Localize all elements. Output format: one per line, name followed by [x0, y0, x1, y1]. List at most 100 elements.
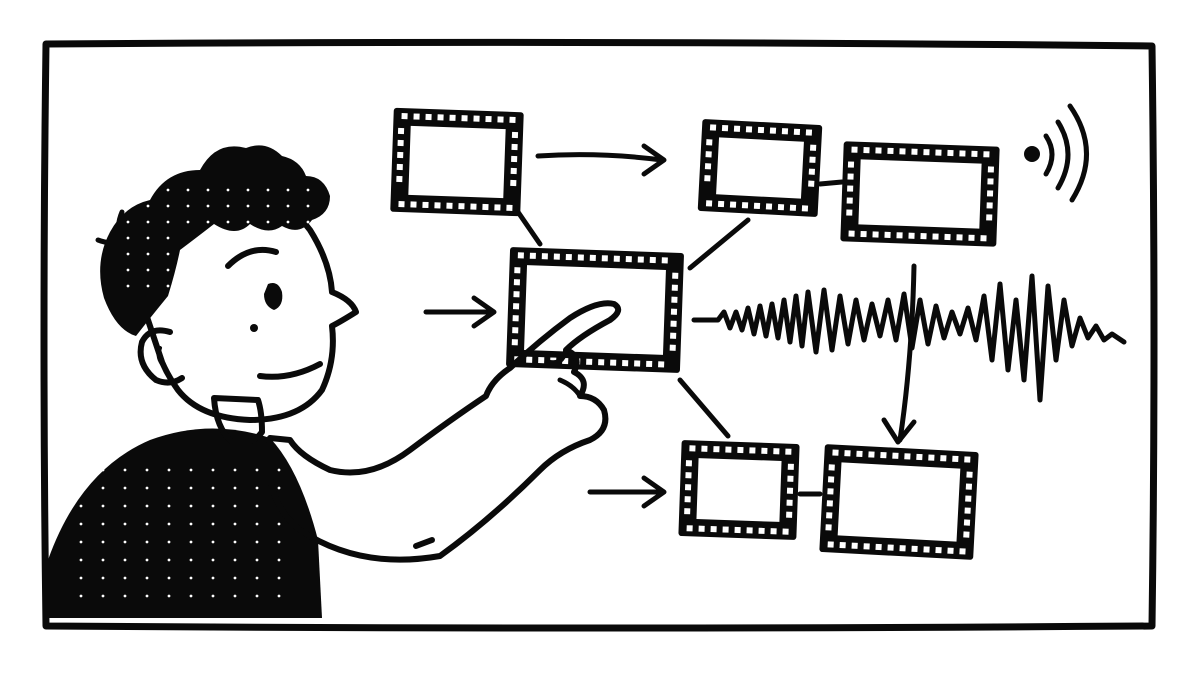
texture-speck	[123, 540, 127, 544]
sprocket-hole	[908, 232, 915, 239]
sprocket-hole	[710, 526, 717, 533]
sprocket-hole	[506, 204, 513, 211]
texture-speck	[255, 540, 259, 544]
texture-speck	[167, 594, 171, 598]
film-frame-bottom-middle	[678, 440, 800, 540]
panel-border	[40, 38, 1158, 632]
texture-speck	[233, 594, 237, 598]
texture-speck	[123, 594, 127, 598]
sprocket-hole	[753, 202, 761, 210]
sprocket-hole	[971, 150, 978, 157]
texture-speck	[246, 204, 250, 208]
sprocket-hole	[827, 476, 835, 483]
sprocket-hole	[911, 148, 918, 155]
texture-speck	[206, 204, 210, 208]
person-eye	[264, 283, 283, 310]
texture-speck	[101, 486, 105, 490]
texture-speck	[206, 188, 210, 192]
sprocket-hole	[397, 127, 405, 135]
texture-speck	[79, 558, 83, 562]
texture-speck	[146, 268, 150, 272]
texture-speck	[146, 284, 150, 288]
arrow-icon-bottom	[587, 475, 667, 509]
sprocket-hole	[880, 451, 887, 459]
film-frame-window	[693, 454, 785, 526]
sprocket-hole	[959, 150, 966, 157]
sprocket-hole	[706, 139, 713, 146]
texture-speck	[286, 188, 290, 192]
sprocket-hole	[749, 447, 756, 454]
sprocket-hole	[511, 131, 519, 139]
sprocket-hole	[470, 203, 477, 210]
sprocket-hole	[956, 234, 963, 241]
sprocket-hole	[773, 448, 780, 455]
person-shirt	[48, 428, 322, 618]
sprocket-hole	[765, 203, 773, 210]
sprocket-hole	[959, 548, 966, 555]
film-frame-top-middle	[697, 119, 823, 217]
texture-speck	[255, 576, 259, 580]
sprocket-hole	[449, 114, 456, 121]
texture-speck	[255, 486, 259, 490]
sprocket-hole	[987, 166, 995, 173]
sprocket-hole	[786, 511, 793, 518]
sprocket-hole	[689, 445, 696, 452]
person-ear	[137, 327, 185, 386]
texture-speck	[255, 594, 259, 598]
texture-speck	[167, 504, 171, 508]
sprocket-hole	[968, 234, 975, 241]
sprocket-hole	[844, 450, 851, 457]
texture-speck	[166, 236, 170, 240]
sprocket-hole	[589, 254, 596, 261]
sprocket-hole	[514, 267, 521, 274]
sprocket-hole	[705, 151, 712, 158]
sprocket-hole	[825, 524, 832, 531]
texture-speck	[277, 522, 281, 526]
sprocket-hole	[899, 545, 906, 552]
texture-speck	[189, 468, 193, 472]
texture-speck	[126, 284, 130, 288]
texture-speck	[286, 220, 290, 224]
texture-speck	[166, 268, 170, 272]
sprocket-hole	[963, 531, 970, 538]
sprocket-hole	[965, 495, 972, 502]
sprocket-hole	[510, 167, 517, 175]
person-arm	[265, 300, 622, 563]
sprocket-hole	[782, 528, 789, 535]
sprocket-hole	[851, 146, 858, 153]
texture-speck	[277, 468, 281, 472]
sprocket-hole	[397, 151, 404, 159]
sprocket-hole	[983, 151, 990, 158]
person-figure	[48, 145, 622, 618]
sprocket-hole	[701, 445, 708, 452]
sprocket-hole	[482, 203, 489, 211]
sprocket-hole	[684, 484, 692, 491]
sprocket-hole	[863, 543, 870, 550]
hair-texture	[126, 188, 310, 288]
texture-speck	[79, 486, 83, 490]
sprocket-hole	[434, 202, 441, 209]
sprocket-hole	[923, 546, 930, 553]
sprocket-hole	[670, 308, 678, 315]
texture-speck	[186, 204, 190, 208]
sprocket-hole	[671, 284, 678, 291]
frame-connectors	[515, 179, 845, 497]
sprocket-hole	[511, 339, 518, 346]
sprocket-hole	[964, 456, 971, 463]
sprocket-hole	[887, 544, 894, 551]
sprocket-hole	[437, 114, 444, 121]
sprocket-hole	[396, 163, 403, 171]
sprocket-hole	[553, 253, 560, 260]
texture-speck	[233, 468, 237, 472]
texture-speck	[146, 220, 150, 224]
sprocket-hole	[801, 205, 809, 212]
sprocket-hole	[786, 499, 793, 506]
sprocket-hole	[646, 360, 653, 368]
sprocket-hole	[809, 156, 816, 163]
texture-speck	[167, 468, 171, 472]
texture-speck	[123, 504, 127, 508]
sprocket-hole	[698, 525, 705, 532]
sprocket-hole	[610, 359, 617, 366]
sprocket-hole	[746, 527, 753, 534]
